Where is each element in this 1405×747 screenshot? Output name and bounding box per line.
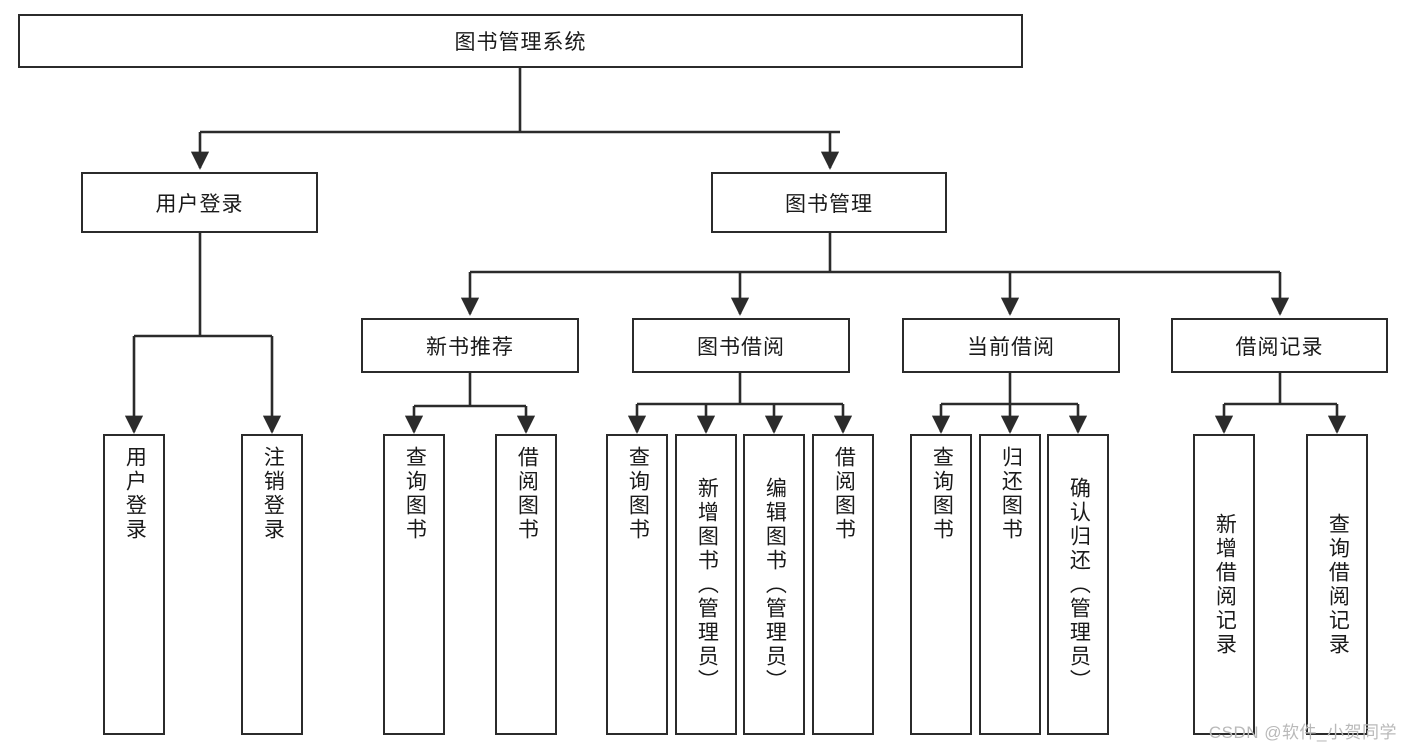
node-leaf-confirm-return-admin[interactable]: 确认归还（管理员） — [1047, 434, 1109, 735]
node-leaf-add-book-admin-label: 新增图书（管理员） — [695, 476, 719, 693]
node-leaf-return-book[interactable]: 归还图书 — [979, 434, 1041, 735]
watermark-text: CSDN @软件_小贺同学 — [1208, 723, 1397, 742]
node-leaf-borrow-book-recommend-label: 借阅图书 — [515, 446, 539, 542]
node-leaf-edit-book-admin-label: 编辑图书（管理员） — [763, 476, 787, 693]
node-leaf-user-login-label: 用户登录 — [123, 446, 147, 542]
node-new-book-recommend[interactable]: 新书推荐 — [361, 318, 579, 373]
node-leaf-query-book-borrow-label: 查询图书 — [626, 446, 650, 542]
node-leaf-logout-label: 注销登录 — [261, 446, 285, 542]
node-leaf-query-book-borrow[interactable]: 查询图书 — [606, 434, 668, 735]
node-book-management[interactable]: 图书管理 — [711, 172, 947, 233]
node-borrow-record-label: 借阅记录 — [1235, 335, 1324, 359]
node-book-management-label: 图书管理 — [785, 192, 873, 216]
node-leaf-borrow-book-label: 借阅图书 — [832, 446, 856, 542]
node-leaf-add-borrow-record-label: 新增借阅记录 — [1213, 512, 1237, 657]
node-leaf-borrow-book[interactable]: 借阅图书 — [812, 434, 874, 735]
node-leaf-edit-book-admin[interactable]: 编辑图书（管理员） — [743, 434, 805, 735]
node-book-borrow-label: 图书借阅 — [697, 335, 785, 359]
node-leaf-return-book-label: 归还图书 — [999, 446, 1023, 542]
node-book-borrow[interactable]: 图书借阅 — [632, 318, 850, 373]
node-root-book-management-system[interactable]: 图书管理系统 — [18, 14, 1023, 68]
node-leaf-query-book-current-label: 查询图书 — [930, 446, 954, 542]
node-leaf-logout[interactable]: 注销登录 — [241, 434, 303, 735]
node-current-borrow[interactable]: 当前借阅 — [902, 318, 1120, 373]
node-user-login-label: 用户登录 — [155, 192, 244, 216]
node-user-login[interactable]: 用户登录 — [81, 172, 318, 233]
node-current-borrow-label: 当前借阅 — [967, 335, 1055, 359]
node-root-label: 图书管理系统 — [454, 31, 587, 54]
node-leaf-add-borrow-record[interactable]: 新增借阅记录 — [1193, 434, 1255, 735]
node-leaf-borrow-book-recommend[interactable]: 借阅图书 — [495, 434, 557, 735]
node-leaf-query-book-recommend[interactable]: 查询图书 — [383, 434, 445, 735]
node-borrow-record[interactable]: 借阅记录 — [1171, 318, 1388, 373]
node-leaf-query-book-recommend-label: 查询图书 — [403, 446, 427, 542]
node-leaf-confirm-return-admin-label: 确认归还（管理员） — [1067, 476, 1091, 693]
node-leaf-add-book-admin[interactable]: 新增图书（管理员） — [675, 434, 737, 735]
node-leaf-query-borrow-record[interactable]: 查询借阅记录 — [1306, 434, 1368, 735]
node-leaf-query-borrow-record-label: 查询借阅记录 — [1326, 512, 1350, 657]
node-new-book-recommend-label: 新书推荐 — [426, 335, 514, 359]
node-leaf-query-book-current[interactable]: 查询图书 — [910, 434, 972, 735]
node-leaf-user-login[interactable]: 用户登录 — [103, 434, 165, 735]
